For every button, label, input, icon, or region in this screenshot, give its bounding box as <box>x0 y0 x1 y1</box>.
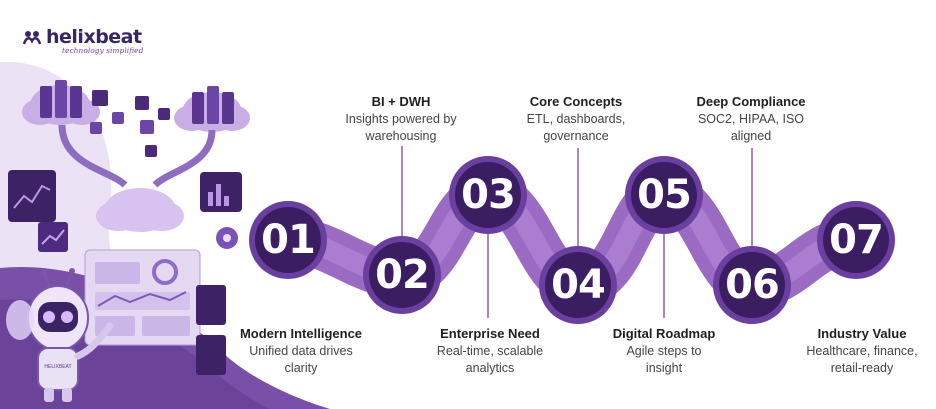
step-title: Enterprise Need <box>440 326 540 341</box>
circle-03 <box>449 156 527 234</box>
step-desc: Agile steps to insight <box>626 344 702 375</box>
chart-card-right-icon <box>200 172 242 212</box>
server-cloud-right-icon <box>174 86 250 132</box>
svg-text:HELIXBEAT: HELIXBEAT <box>44 364 71 370</box>
step-title: BI + DWH <box>371 94 431 109</box>
server-cloud-left-icon <box>22 80 100 125</box>
step-title: Industry Value <box>817 326 907 341</box>
helixbeat-logo-icon <box>22 31 42 45</box>
step-desc: ETL, dashboards, governance <box>526 112 626 143</box>
step-title: Core Concepts <box>529 94 623 109</box>
step-label-02: BI + DWH Insights powered by warehousing <box>326 94 476 145</box>
brand-name: helixbeat <box>46 26 142 48</box>
gear-icon <box>216 227 238 249</box>
circle-07 <box>817 201 895 279</box>
step-label-07: Industry Value Healthcare, finance, reta… <box>792 326 932 377</box>
dashboard-screen-icon <box>84 249 201 346</box>
circle-05 <box>625 156 703 234</box>
circle-06 <box>713 246 791 324</box>
step-title: Modern Intelligence <box>239 326 363 341</box>
step-label-06: Deep Compliance SOC2, HIPAA, ISO aligned <box>676 94 826 145</box>
data-illustration: HELIXBEAT <box>6 80 250 402</box>
step-label-03: Enterprise Need Real-time, scalable anal… <box>415 326 565 377</box>
step-title: Digital Roadmap <box>612 326 716 341</box>
step-label-05: Digital Roadmap Agile steps to insight <box>589 326 739 377</box>
step-desc: SOC2, HIPAA, ISO aligned <box>697 112 805 143</box>
brand-logo: helixbeat technology simplified <box>22 26 143 55</box>
chart-card-left2-icon <box>38 222 68 252</box>
side-panel-icon <box>196 285 226 375</box>
step-desc: Insights powered by warehousing <box>345 112 457 143</box>
step-label-04: Core Concepts ETL, dashboards, governanc… <box>501 94 651 145</box>
robot-mascot-icon: HELIXBEAT <box>6 268 114 402</box>
chart-card-left-icon <box>8 170 56 222</box>
brand-tagline: technology simplified <box>62 46 144 55</box>
data-cubes-icon <box>90 90 170 157</box>
step-desc: Healthcare, finance, retail-ready <box>806 344 918 375</box>
step-desc: Real-time, scalable analytics <box>436 344 544 375</box>
circle-04 <box>539 246 617 324</box>
circle-02 <box>363 236 441 314</box>
circle-01 <box>249 201 327 279</box>
step-label-01: Modern Intelligence Unified data drives … <box>226 326 376 377</box>
step-title: Deep Compliance <box>696 94 806 109</box>
step-circles <box>249 156 895 324</box>
step-desc: Unified data drives clarity <box>249 344 353 375</box>
central-cloud-icon <box>96 188 184 232</box>
